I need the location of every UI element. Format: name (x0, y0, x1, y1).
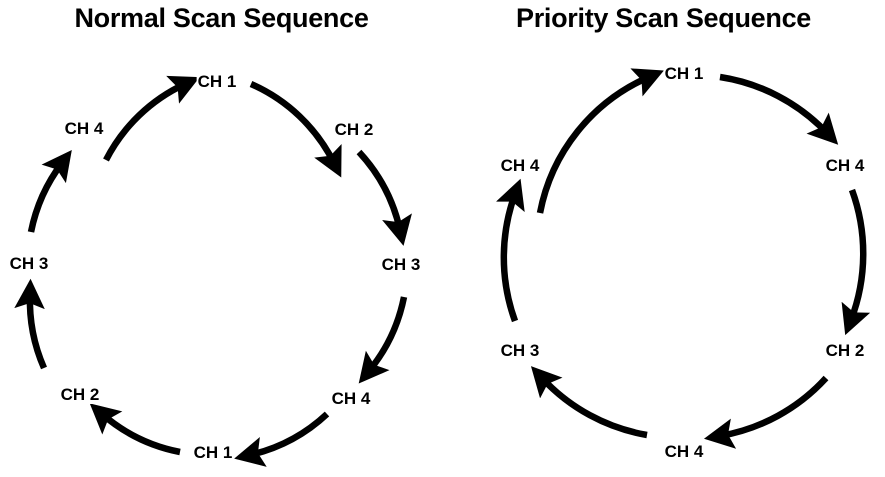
arc-right-to-lr (358, 296, 408, 384)
priority-arcs (495, 68, 871, 449)
arc-ur-to-right (356, 149, 412, 246)
node-label-priority-4: CH 4 (663, 442, 705, 461)
normal-scan-cycle-diagram (14, 75, 412, 467)
node-label-priority-6: CH 4 (499, 156, 541, 175)
node-label-normal-3: CH 3 (380, 255, 422, 274)
node-label-normal-1: CH 1 (196, 72, 238, 91)
node-label-normal-8: CH 4 (63, 119, 105, 138)
arc-ll-to-left (14, 278, 47, 370)
normal-arcs (14, 75, 412, 467)
arc-lr-to-bottom (234, 411, 330, 467)
arc-left-to-ul (27, 150, 72, 233)
arc-p-bottom-to-ll (530, 366, 648, 439)
panel-normal-scan-sequence: Normal Scan Sequence (8, 3, 422, 467)
node-label-normal-6: CH 2 (59, 385, 101, 404)
arc-p-ur-to-lr (841, 188, 871, 336)
node-label-normal-5: CH 1 (192, 443, 234, 462)
arc-ul-to-top (103, 75, 200, 162)
arc-p-ul-to-top (536, 68, 664, 214)
node-label-normal-4: CH 4 (330, 389, 372, 408)
arc-top-to-ur (249, 81, 342, 178)
panel-priority-scan-sequence: Priority Scan Sequence (442, 0, 885, 477)
arc-bottom-to-ll (89, 403, 181, 456)
arc-p-lr-to-bottom (703, 375, 829, 449)
node-label-normal-7: CH 3 (8, 254, 50, 273)
panel-title-priority: Priority Scan Sequence (515, 3, 811, 33)
node-label-normal-2: CH 2 (333, 120, 375, 139)
node-label-priority-5: CH 3 (499, 341, 541, 360)
arc-p-top-to-ur (719, 73, 839, 145)
node-label-priority-3: CH 2 (824, 341, 866, 360)
node-label-priority-1: CH 1 (663, 64, 705, 83)
node-label-priority-2: CH 4 (824, 156, 866, 175)
priority-scan-cycle-diagram (495, 68, 871, 449)
panel-title-normal: Normal Scan Sequence (74, 3, 369, 33)
arc-p-ll-to-ul (495, 178, 525, 323)
